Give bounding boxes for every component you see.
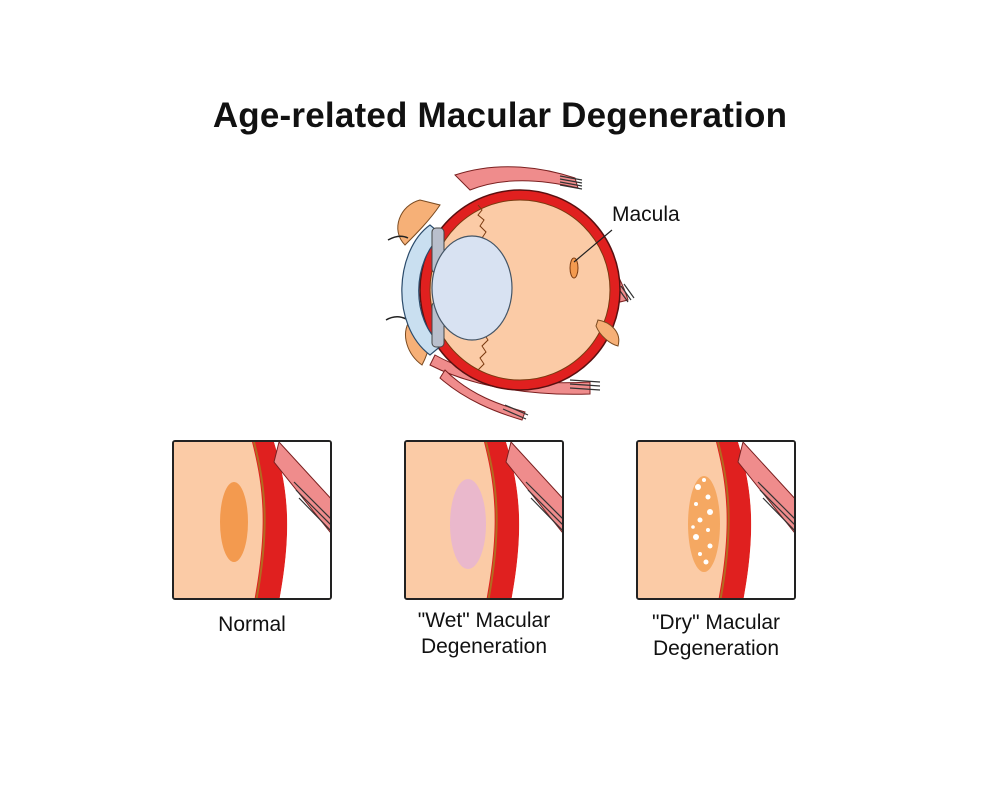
dry-caption-line-2: Degeneration — [652, 637, 780, 660]
eyelash-lower — [385, 316, 407, 321]
cornea — [401, 224, 443, 356]
dry-caption: "Dry" Macular Degeneration — [606, 610, 826, 662]
optic-nerve — [595, 319, 620, 347]
lens — [431, 235, 513, 341]
wet-caption-line-2: Degeneration — [420, 635, 548, 658]
normal-macula — [220, 482, 248, 562]
wet-caption-line-1: "Wet" Macular — [417, 609, 551, 632]
dry-macula — [688, 476, 720, 572]
macula-spot — [569, 257, 579, 279]
wet-macula — [450, 479, 486, 569]
eyelash-upper — [387, 235, 409, 241]
lower-muscle-tendon-lines — [502, 379, 601, 420]
macula-label: Macula — [612, 203, 680, 226]
page-title: Age-related Macular Degeneration — [212, 96, 788, 135]
lower-oblique-muscle — [439, 369, 526, 421]
eyelid-tissue-upper — [397, 199, 441, 246]
normal-macula-panel — [172, 440, 332, 600]
normal-caption-line-1: Normal — [218, 613, 286, 636]
upper-muscle-tendon-lines — [559, 175, 583, 190]
dry-caption-line-1: "Dry" Macular — [651, 611, 781, 634]
upper-eye-muscle — [454, 166, 579, 191]
macula-pointer-line — [573, 229, 613, 263]
normal-caption: Normal — [142, 612, 362, 638]
dry-macula-deposits — [691, 478, 713, 565]
eye-cross-section-illustration — [385, 166, 635, 421]
wet-macula-panel — [404, 440, 564, 600]
dry-macula-panel — [636, 440, 796, 600]
wet-caption: "Wet" Macular Degeneration — [374, 608, 594, 660]
